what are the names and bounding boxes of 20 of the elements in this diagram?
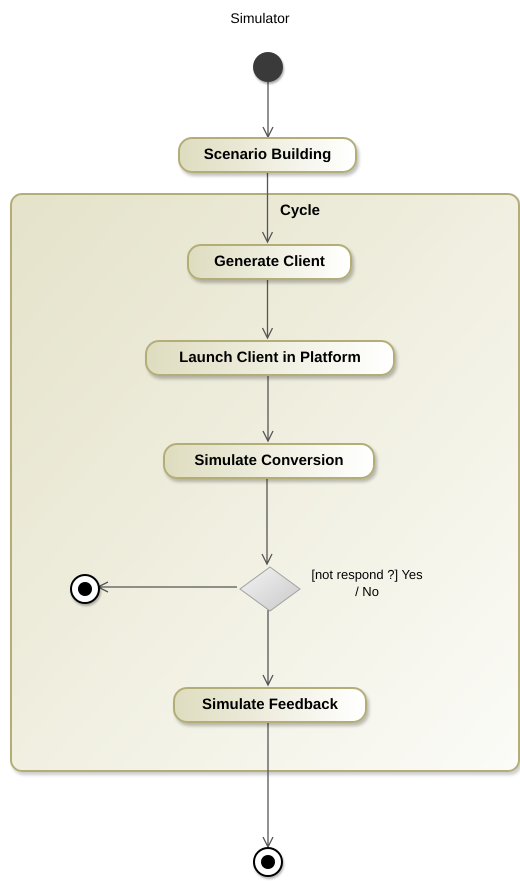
action-box: Launch Client in Platform [145, 340, 395, 376]
diagram-title: Simulator [229, 9, 291, 28]
arrow [262, 721, 274, 848]
arrow [97, 581, 237, 593]
arrow [262, 610, 274, 686]
arrow [261, 477, 273, 565]
action-box: Simulate Conversion [163, 443, 375, 479]
action-box: Simulate Feedback [173, 687, 367, 723]
arrow [262, 82, 274, 138]
initial-node [253, 52, 283, 82]
arrow [262, 374, 274, 442]
arrow [262, 278, 274, 339]
action-box: Generate Client [187, 244, 352, 280]
final-node [253, 847, 283, 877]
region-frame [10, 193, 520, 772]
final-node [70, 574, 100, 604]
arrow [262, 173, 274, 243]
action-box: Scenario Building [178, 137, 357, 173]
region-label: Cycle [280, 201, 320, 221]
guard-label: [not respond ?] Yes / No [311, 566, 423, 600]
